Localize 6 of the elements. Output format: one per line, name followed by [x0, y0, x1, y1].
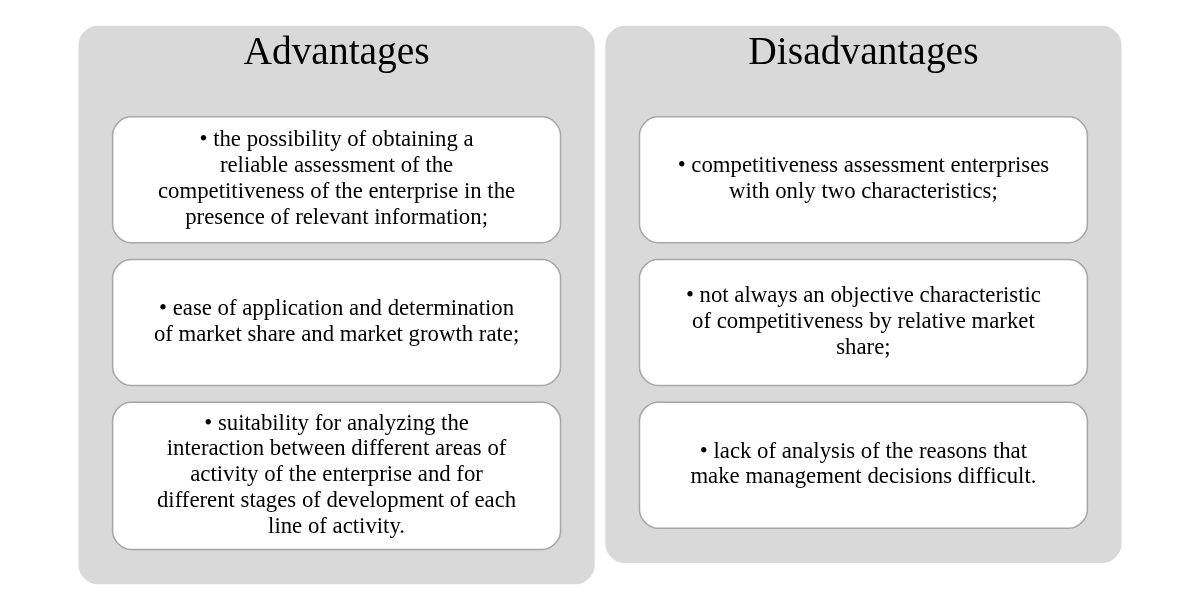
node-box: • suitability for analyzing the interaction between different areas of activity of the enterprise and for different stages of development of each line of activity.: [111, 401, 562, 551]
node-box: • ease of application and determination of market share and market growth rate;: [111, 258, 562, 387]
node-box: • the possibility of obtaining a reliable assessment of the competitiveness of the enterprise in the presence of relevant information;: [111, 115, 562, 244]
node-box: • not always an objective characteristic of competitiveness by relative market share;: [638, 258, 1089, 387]
node-box: • lack of analysis of the reasons that make management decisions difficult.: [638, 401, 1089, 529]
node-box: • competitiveness assessment enterprises with only two characteristics;: [638, 115, 1089, 244]
